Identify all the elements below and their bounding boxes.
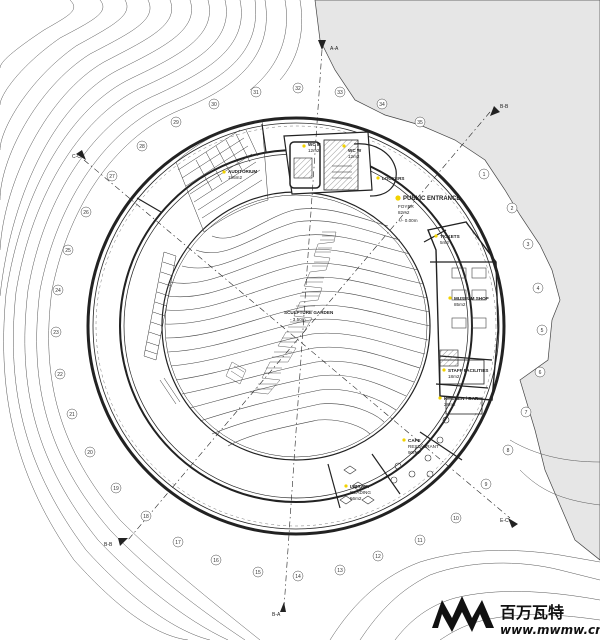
label-wc-m: WC M bbox=[308, 142, 321, 147]
auditorium-seating bbox=[175, 119, 269, 233]
grid-label-29: 29 bbox=[173, 120, 179, 126]
section-label-bb-bottom: B-B bbox=[104, 542, 113, 548]
label-cafe-area: 90m2 bbox=[408, 450, 420, 455]
grid-label-10: 10 bbox=[453, 516, 459, 522]
label-staff-facilities: STAFF FACILITIES bbox=[448, 368, 489, 373]
grid-label-7: 7 bbox=[525, 410, 528, 416]
label-foyer-area: 82m2 bbox=[398, 210, 410, 215]
label-wc-w: WC W bbox=[348, 148, 362, 153]
section-label-aa-top: A-A bbox=[330, 46, 339, 52]
grid-label-34: 34 bbox=[379, 102, 385, 108]
grid-label-1: 1 bbox=[483, 172, 486, 178]
label-staff-facilities-area: 18m2 bbox=[448, 374, 460, 379]
grid-label-33: 33 bbox=[337, 90, 343, 96]
label-kitchen-area: 28m2 bbox=[444, 402, 456, 407]
grid-label-4: 4 bbox=[537, 286, 540, 292]
room-markers bbox=[222, 144, 452, 488]
garden-terraces bbox=[164, 208, 431, 447]
grid-label-17: 17 bbox=[175, 540, 181, 546]
grid-label-9: 9 bbox=[485, 482, 488, 488]
watermark-url: www.mwmw.cn bbox=[500, 623, 600, 637]
grid-label-8: 8 bbox=[507, 448, 510, 454]
grid-label-20: 20 bbox=[87, 450, 93, 456]
label-public-entrance: PUBLIC ENTRANCE bbox=[403, 196, 460, 202]
rock-terrain bbox=[314, 0, 600, 561]
grid-label-26: 26 bbox=[83, 210, 89, 216]
label-sculpture-garden: SCULPTURE GARDEN bbox=[284, 310, 334, 315]
library-furniture bbox=[339, 465, 375, 505]
grid-label-24: 24 bbox=[55, 288, 61, 294]
section-arrows bbox=[76, 40, 518, 612]
grid-label-31: 31 bbox=[253, 90, 259, 96]
label-foyer-level: +/- 0.00m bbox=[398, 218, 418, 223]
label-wc-m-area: 12m2 bbox=[308, 148, 320, 153]
east-wing bbox=[427, 221, 499, 415]
grid-label-19: 19 bbox=[113, 486, 119, 492]
section-label-cc-left: C-C bbox=[72, 154, 81, 160]
label-wc-w-area: 12m2 bbox=[348, 154, 360, 159]
watermark-brand: 百万瓦特 bbox=[500, 603, 564, 622]
grid-label-11: 11 bbox=[417, 538, 422, 544]
label-auditorium: AUDITORIUM bbox=[228, 169, 257, 174]
watermark-logo-icon bbox=[432, 596, 494, 632]
label-sculpture-garden-level: - 3.50m bbox=[290, 317, 306, 322]
label-library-sub: READING bbox=[350, 490, 371, 495]
section-lines bbox=[83, 49, 511, 609]
label-tickets-area: 5m2 bbox=[440, 240, 449, 245]
grid-label-23: 23 bbox=[53, 330, 59, 336]
grid-label-5: 5 bbox=[541, 328, 544, 334]
label-kitchen: KITCHEN / BAR bbox=[444, 396, 479, 401]
label-foyer: FOYER bbox=[398, 204, 415, 209]
grid-label-30: 30 bbox=[211, 102, 217, 108]
cafe-tables bbox=[390, 416, 450, 484]
label-cafe: CAFE bbox=[408, 438, 421, 443]
entrance-block bbox=[283, 131, 397, 197]
section-label-aa-bottom: B-A bbox=[272, 612, 281, 618]
label-library: LIBRARY bbox=[350, 484, 370, 489]
grid-label-25: 25 bbox=[65, 248, 71, 254]
grid-label-18: 18 bbox=[143, 514, 149, 520]
grid-label-16: 16 bbox=[213, 558, 219, 564]
label-auditorium-area: 196m2 bbox=[228, 175, 242, 180]
grid-labels: 1 2 3 4 5 6 7 8 9 10 11 12 13 14 15 16 1… bbox=[53, 86, 543, 580]
label-tickets: TICKETS bbox=[440, 234, 460, 239]
grid-bubbles bbox=[50, 82, 548, 582]
grid-label-2: 2 bbox=[511, 206, 514, 212]
label-lockers: LOCKERS bbox=[382, 176, 404, 181]
garden-ramp bbox=[225, 231, 337, 395]
watermark: 百万瓦特 www.mwmw.cn bbox=[432, 596, 600, 637]
label-cafe-sub: RESTAURANT bbox=[408, 444, 439, 449]
grid-label-28: 28 bbox=[139, 144, 145, 150]
grid-label-21: 21 bbox=[69, 412, 75, 418]
grid-label-3: 3 bbox=[527, 242, 530, 248]
grid-label-6: 6 bbox=[539, 370, 542, 376]
label-library-area: 56m2 bbox=[350, 496, 362, 501]
section-label-bb-top: B-B bbox=[500, 104, 509, 110]
grid-label-14: 14 bbox=[295, 574, 301, 580]
grid-label-15: 15 bbox=[255, 570, 261, 576]
section-label-cc-right: E-C bbox=[500, 518, 509, 524]
grid-label-13: 13 bbox=[337, 568, 343, 574]
grid-label-22: 22 bbox=[57, 372, 63, 378]
label-museum-shop: MUSEUM SHOP bbox=[454, 296, 489, 301]
grid-label-32: 32 bbox=[295, 86, 301, 92]
grid-label-35: 35 bbox=[417, 120, 423, 126]
stair-left bbox=[143, 251, 181, 405]
label-museum-shop-area: 85m2 bbox=[454, 302, 466, 307]
grid-label-12: 12 bbox=[375, 554, 381, 560]
grid-label-27: 27 bbox=[109, 174, 115, 180]
